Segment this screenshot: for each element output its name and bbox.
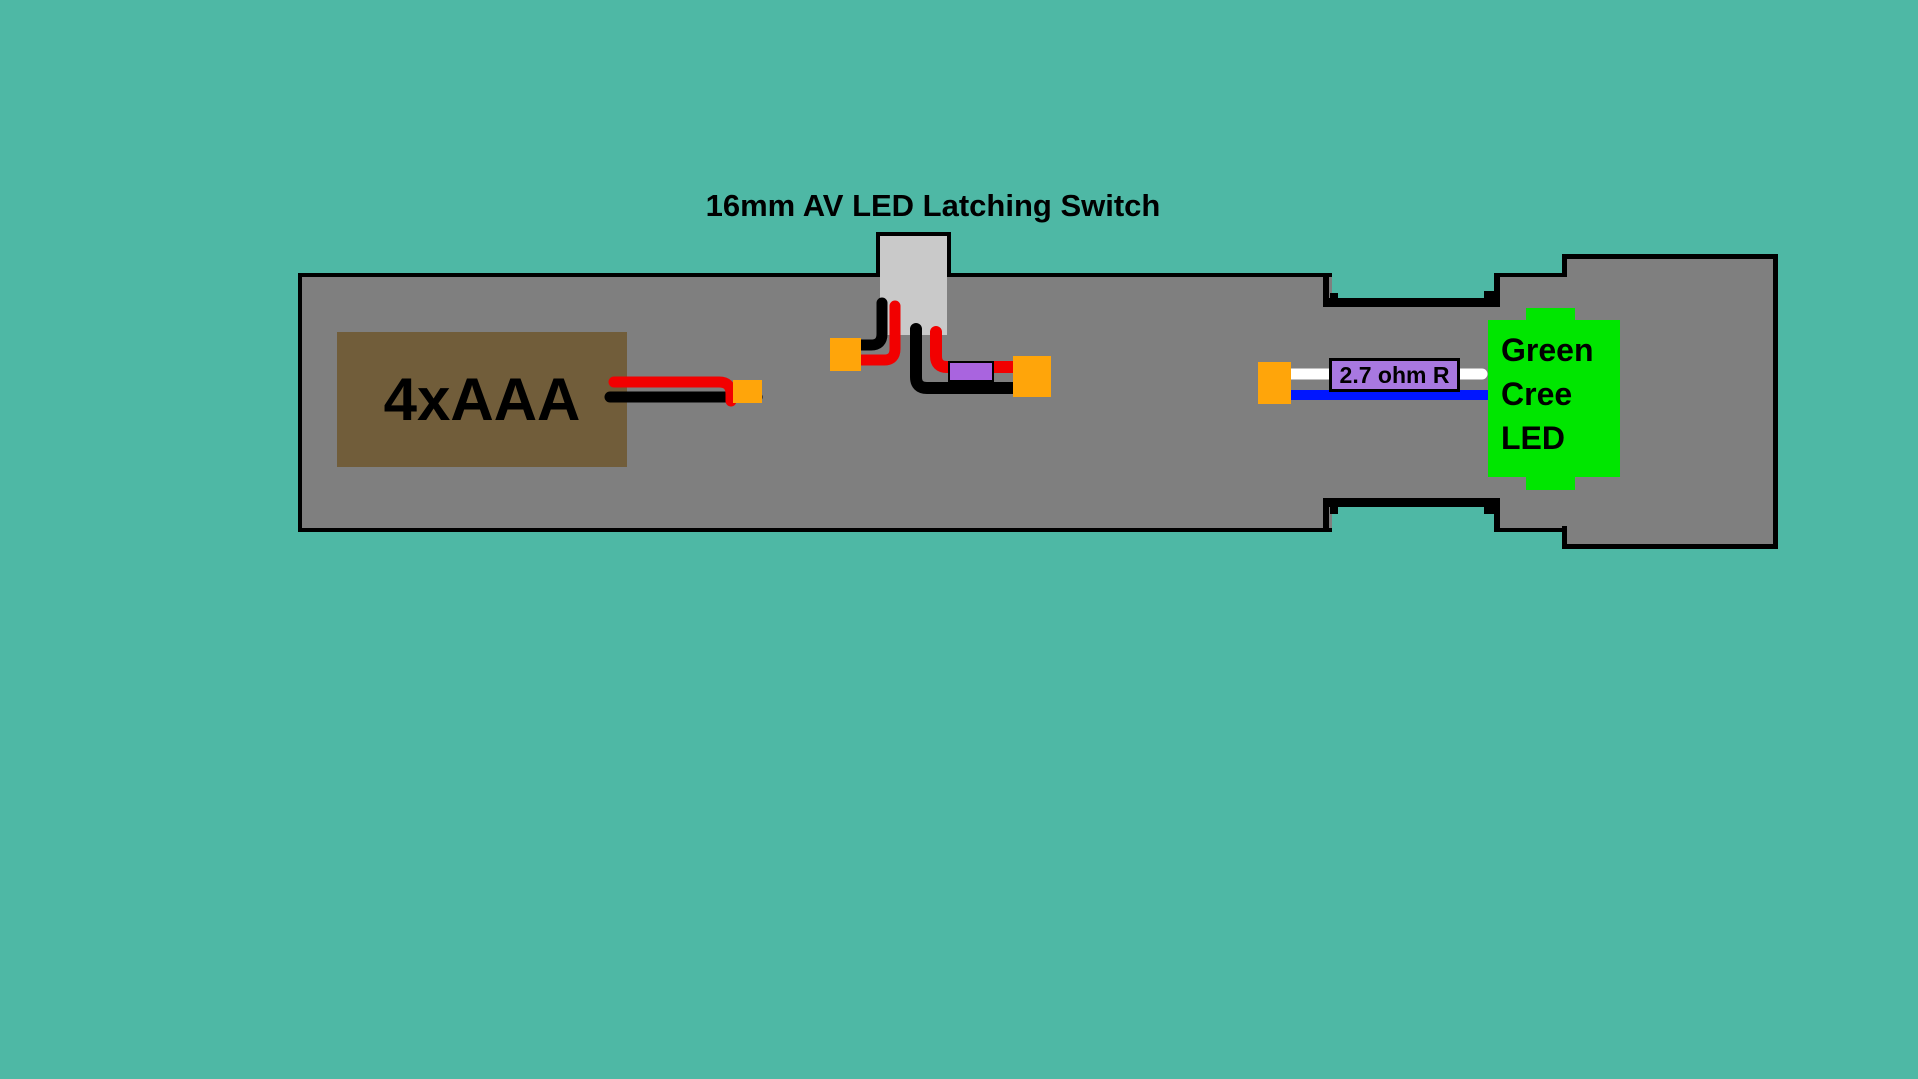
led-tab-top xyxy=(1526,308,1575,321)
switch-body xyxy=(876,232,951,277)
thread-tooth xyxy=(1484,291,1495,302)
thread-edge-top-right xyxy=(1494,273,1500,307)
head-step-edge-top xyxy=(1562,254,1567,277)
head-step-edge-bottom xyxy=(1562,526,1567,549)
resistor: 2.7 ohm R xyxy=(1329,358,1460,392)
led-label-line: Green xyxy=(1501,332,1594,368)
resistor-label: 2.7 ohm R xyxy=(1339,361,1450,388)
flashlight-neck-threads xyxy=(1325,298,1500,507)
thread-tooth xyxy=(1484,503,1495,514)
led-label-line: Cree xyxy=(1501,376,1573,412)
battery-pack: 4xAAA xyxy=(337,332,627,467)
thread-tooth xyxy=(1330,293,1338,302)
led-module: Green Cree LED xyxy=(1488,320,1620,477)
led-tab-bottom xyxy=(1526,476,1575,490)
led-label-line: LED xyxy=(1501,420,1565,456)
diagram-title: 16mm AV LED Latching Switch xyxy=(705,188,1161,223)
thread-edge-bottom-left xyxy=(1323,498,1329,532)
connector-block-switch-right xyxy=(1013,356,1051,397)
thread-tooth xyxy=(1330,503,1338,514)
thread-edge-bottom-right xyxy=(1494,498,1500,532)
connector-block-battery xyxy=(733,380,762,403)
connector-block-switch-left xyxy=(830,338,861,371)
flashlight-head xyxy=(1562,254,1778,549)
connector-block-led xyxy=(1258,362,1291,404)
thread-edge-top-left xyxy=(1323,273,1329,307)
switch-led-resistor xyxy=(948,361,994,382)
switch-body-base xyxy=(880,277,947,335)
battery-label: 4xAAA xyxy=(383,366,581,433)
